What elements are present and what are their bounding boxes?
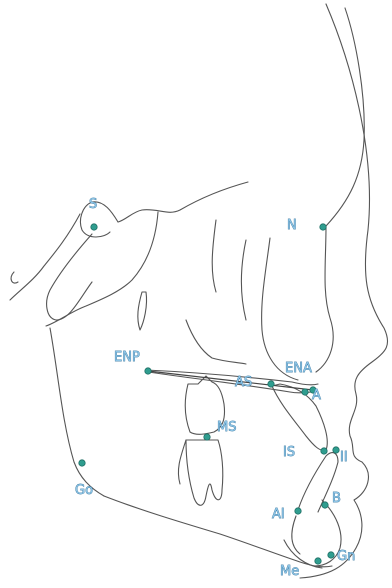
landmarks: S N ENP AS ENA A MS IS II Go B AI Gn Me: [75, 197, 355, 579]
lingual-symphysis: [292, 516, 300, 554]
landmark-label-a: A: [312, 388, 321, 403]
maxillary-sinus: [262, 238, 298, 380]
landmark-label-is: IS: [283, 445, 295, 460]
landmark-label-ena: ENA: [285, 361, 312, 376]
soft-tissue-profile: [300, 4, 388, 578]
landmark-dot-a: [302, 389, 308, 395]
landmark-label-go: Go: [75, 483, 93, 498]
landmark-dot-ms: [204, 434, 210, 440]
landmark-label-ai: AI: [272, 507, 285, 522]
landmark-label-ms: MS: [217, 420, 236, 435]
cranial-base: [118, 182, 248, 222]
clivus: [10, 214, 80, 300]
landmark-dot-go: [79, 460, 85, 466]
landmark-dot-n: [320, 224, 326, 230]
ramus-posterior: [50, 328, 104, 496]
mandibular-border: [104, 496, 332, 567]
landmark-label-me: Me: [280, 564, 299, 579]
forehead-profile: [326, 8, 364, 226]
landmark-label-n: N: [287, 218, 297, 233]
landmark-dot-s: [91, 224, 97, 230]
pterygoid-plate: [138, 292, 147, 330]
landmark-dot-is: [321, 448, 327, 454]
landmark-dot-me: [315, 558, 321, 564]
posterior-maxilla: [186, 320, 246, 364]
ramus-anterior: [178, 440, 186, 484]
landmark-dot-ii: [333, 447, 339, 453]
landmark-label-ii: II: [340, 450, 348, 465]
landmark-dot-ai: [295, 508, 301, 514]
landmark-dot-enp: [145, 368, 151, 374]
ear-rod: [11, 272, 18, 283]
landmark-label-b: B: [332, 491, 341, 506]
landmark-label-s: S: [89, 197, 97, 212]
anatomy-outlines: [10, 4, 388, 578]
landmark-label-enp: ENP: [114, 350, 140, 365]
pterygo-fissure: [242, 240, 247, 320]
landmark-label-as: AS: [235, 375, 252, 390]
landmark-dot-as: [268, 381, 274, 387]
orbit-outline: [46, 212, 158, 326]
landmark-dot-b: [322, 502, 328, 508]
nasal-bone: [316, 226, 333, 372]
landmark-label-gn: Gn: [337, 549, 355, 564]
sella-turcica: [80, 202, 118, 237]
lower-molar: [186, 440, 223, 505]
landmark-dot-gn: [328, 552, 334, 558]
orbit-inner: [212, 220, 216, 292]
sphenoid: [47, 234, 92, 320]
